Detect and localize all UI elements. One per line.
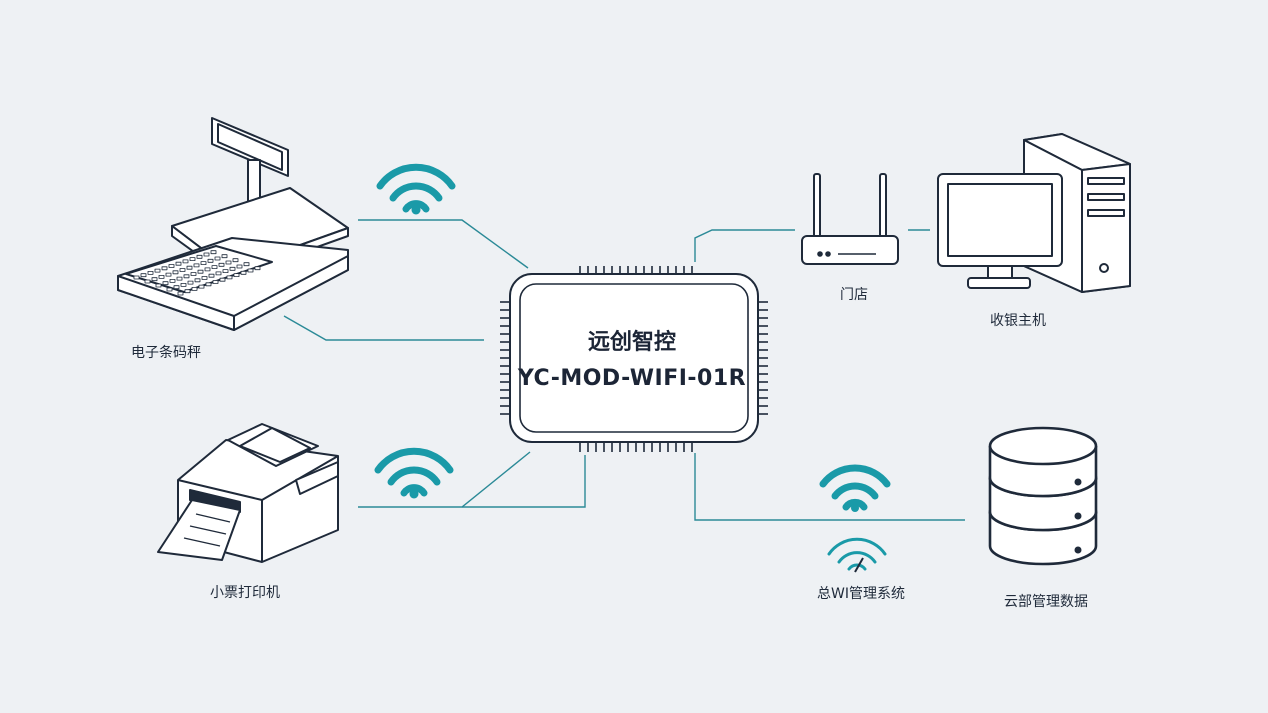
scale-key xyxy=(194,278,201,283)
scale-key xyxy=(204,267,211,272)
label-printer: 小票打印机 xyxy=(210,585,280,601)
scale-key xyxy=(225,260,232,265)
scale-key xyxy=(233,273,240,278)
wifi-management-icon xyxy=(827,537,887,573)
scale-key xyxy=(205,282,212,287)
scale-key xyxy=(200,261,207,266)
scale-key xyxy=(212,280,219,284)
scale-key xyxy=(214,256,221,261)
label-store: 门店 xyxy=(840,287,868,303)
chip xyxy=(500,266,768,452)
label-cloud: 云部管理数据 xyxy=(1004,594,1088,610)
chip-model: YC-MOD-WIFI-01R xyxy=(517,365,747,391)
scale-key xyxy=(215,271,222,276)
connector-scale-bottom xyxy=(283,315,484,341)
scale-key xyxy=(173,285,180,290)
scale-key xyxy=(232,258,239,263)
wifi-icon xyxy=(376,163,456,215)
label-wifi-system: 总WI管理系统 xyxy=(817,586,905,602)
label-cashier: 收银主机 xyxy=(990,313,1046,329)
scale-key xyxy=(196,254,203,259)
scale-key xyxy=(147,270,154,275)
scale-key xyxy=(172,270,179,275)
database-icon xyxy=(988,426,1098,566)
scale-key xyxy=(154,268,161,273)
scale-key xyxy=(243,262,250,267)
scale-key xyxy=(162,281,169,286)
scale-key xyxy=(187,280,194,285)
scale-key xyxy=(208,273,215,278)
scale-key xyxy=(219,277,226,282)
scale-key xyxy=(189,257,196,262)
scale-key xyxy=(169,278,176,283)
scale-key xyxy=(155,283,162,288)
label-scale: 电子条码秤 xyxy=(131,345,201,361)
wifi-icon xyxy=(819,464,891,512)
scale-key xyxy=(165,272,172,277)
scale-key xyxy=(203,252,210,257)
scale-key xyxy=(236,264,243,269)
scale-icon xyxy=(117,117,349,331)
scale-key xyxy=(183,274,190,279)
printer-icon xyxy=(157,423,339,563)
chip-pins xyxy=(500,266,768,452)
connector-router xyxy=(694,229,795,262)
scale-key xyxy=(222,269,229,274)
chip-brand: 远创智控 xyxy=(587,329,676,355)
computer-icon xyxy=(937,133,1131,293)
wifi-icon xyxy=(374,447,454,499)
scale-key xyxy=(168,264,175,268)
scale-key xyxy=(175,261,182,266)
scale-key xyxy=(210,250,217,255)
scale-key xyxy=(193,263,200,268)
scale-key xyxy=(191,286,198,291)
scale-key xyxy=(201,276,208,280)
connector-cloud xyxy=(694,453,965,521)
scale-key xyxy=(179,268,186,272)
scale-key xyxy=(254,266,261,271)
scale-key xyxy=(166,287,173,292)
scale-key xyxy=(176,276,183,281)
scale-key xyxy=(140,273,147,278)
scale-key xyxy=(226,275,233,280)
chip-label: 远创智控 YC-MOD-WIFI-01R xyxy=(512,282,752,432)
scale-key xyxy=(197,269,204,274)
chip-inner xyxy=(519,283,749,433)
scale-key xyxy=(180,282,187,287)
scale-key xyxy=(207,258,214,263)
scale-key xyxy=(218,262,225,267)
scale-key xyxy=(133,275,140,280)
router-icon xyxy=(801,173,899,265)
scale-key xyxy=(229,266,236,271)
scale-key xyxy=(144,279,151,284)
scale-key xyxy=(240,270,247,275)
connectors xyxy=(283,219,965,521)
scale-key xyxy=(182,259,189,264)
scale-key xyxy=(211,265,218,270)
connector-scale-top xyxy=(358,219,529,269)
scale-key xyxy=(177,291,184,296)
scale-key xyxy=(161,266,168,271)
scale-key xyxy=(221,254,228,259)
scale-key xyxy=(247,268,254,273)
scale-key xyxy=(198,284,205,289)
scale-key xyxy=(186,265,193,270)
scale-key xyxy=(190,272,197,276)
connector-printer xyxy=(462,455,586,508)
scale-key xyxy=(184,289,191,294)
scale-key xyxy=(158,274,165,279)
scale-key xyxy=(151,277,158,282)
